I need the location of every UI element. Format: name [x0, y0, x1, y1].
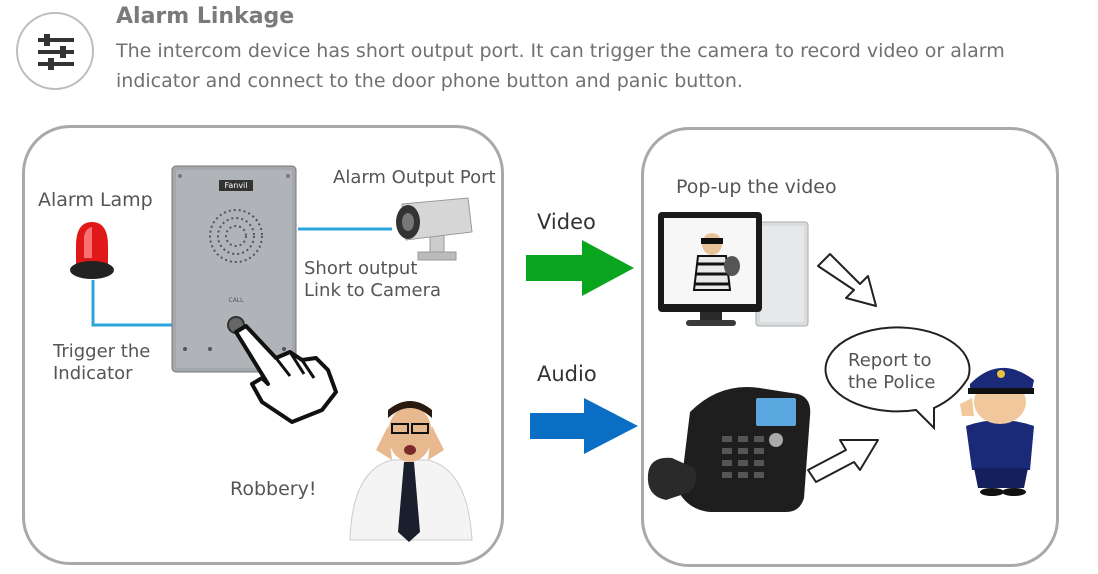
trigger-indicator-label: Trigger the Indicator	[53, 341, 150, 385]
audio-arrow-icon	[530, 398, 638, 454]
call-label: CALL	[229, 297, 245, 304]
video-arrow-icon	[526, 240, 634, 296]
video-label: Video	[537, 210, 596, 234]
report-line-1: Report to	[848, 350, 932, 371]
trigger-line-1: Trigger the	[53, 341, 151, 362]
page-title: Alarm Linkage	[116, 4, 295, 29]
alarm-lamp-label: Alarm Lamp	[38, 189, 153, 211]
report-line-2: the Police	[848, 372, 936, 393]
alarm-output-port-label: Alarm Output Port	[333, 167, 496, 188]
audio-label: Audio	[537, 362, 597, 386]
report-police-label: Report to the Police	[848, 350, 935, 394]
trigger-line-2: Indicator	[53, 363, 133, 384]
robber-icon	[692, 233, 740, 291]
outline-arrow-up-icon	[807, 439, 879, 483]
alarm-lamp-icon	[70, 222, 114, 279]
intercom-device: Fanvil CALL	[171, 165, 297, 373]
brand-label: Fanvil	[224, 181, 247, 190]
short-output-line-2: Link to Camera	[304, 280, 442, 301]
popup-video-label: Pop-up the video	[676, 176, 837, 198]
short-output-label: Short output Link to Camera	[304, 258, 441, 302]
desk-phone-icon	[647, 387, 811, 512]
police-officer-icon	[960, 367, 1034, 496]
outline-arrow-down-icon	[817, 253, 877, 307]
page-description: The intercom device has short output por…	[116, 40, 1005, 92]
speech-bubble	[824, 326, 971, 431]
sliders-icon	[16, 12, 94, 90]
pointing-hand-icon	[234, 324, 338, 424]
camera-icon	[396, 197, 473, 261]
robbery-label: Robbery!	[230, 478, 317, 500]
short-output-line-1: Short output	[304, 258, 418, 279]
scared-person-icon	[349, 401, 473, 542]
